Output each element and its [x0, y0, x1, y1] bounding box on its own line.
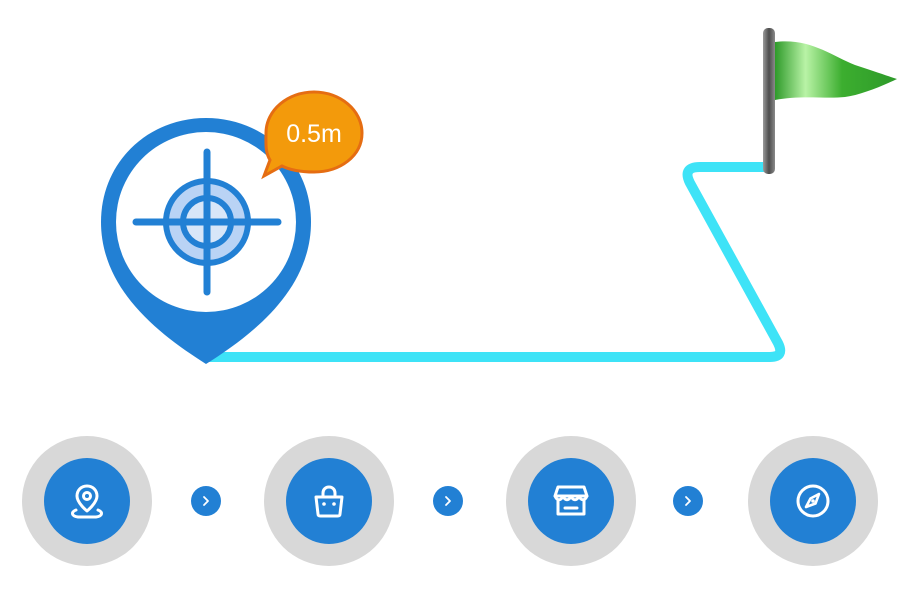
precision-badge [261, 90, 364, 180]
destination-flag-icon [763, 28, 897, 174]
step-arrow-1 [191, 486, 221, 516]
compass-icon [796, 484, 830, 518]
step-shopping[interactable] [264, 436, 394, 566]
chevron-right-icon [685, 496, 691, 506]
location-pin-icon [71, 484, 103, 519]
chevron-right-icon [203, 496, 209, 506]
step-location[interactable] [22, 436, 152, 566]
step-navigate[interactable] [748, 436, 878, 566]
chevron-right-icon [445, 496, 451, 506]
step-store[interactable] [506, 436, 636, 566]
route-path [200, 162, 786, 362]
precision-badge-label: 0.5m [286, 119, 342, 148]
storefront-icon [553, 485, 589, 516]
step-arrow-3 [673, 486, 703, 516]
crosshair-icon [132, 148, 282, 296]
step-arrow-2 [433, 486, 463, 516]
shopping-bag-icon [314, 485, 344, 518]
